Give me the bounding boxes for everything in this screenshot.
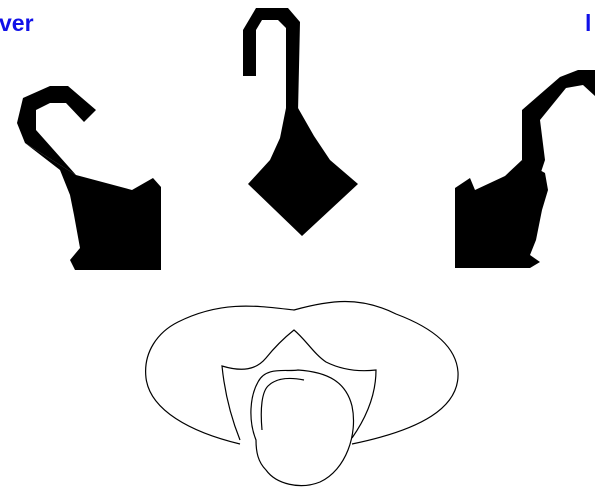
right-hook-arrow-head [455, 160, 548, 268]
left-hook-arrow-hook [17, 86, 96, 175]
left-hook-arrow-icon [17, 86, 161, 270]
neck-line [261, 378, 304, 430]
collar-outline [222, 330, 376, 440]
right-hook-arrow-icon [455, 70, 595, 268]
down-hook-arrow-hook [243, 8, 300, 112]
head-top-view-outline [146, 302, 458, 486]
down-hook-arrow-icon [243, 8, 358, 236]
shoulders-outline [146, 302, 458, 445]
left-hook-arrow-head [25, 143, 161, 270]
down-hook-arrow-head [248, 108, 358, 236]
right-hook-arrow-hook [522, 70, 595, 175]
